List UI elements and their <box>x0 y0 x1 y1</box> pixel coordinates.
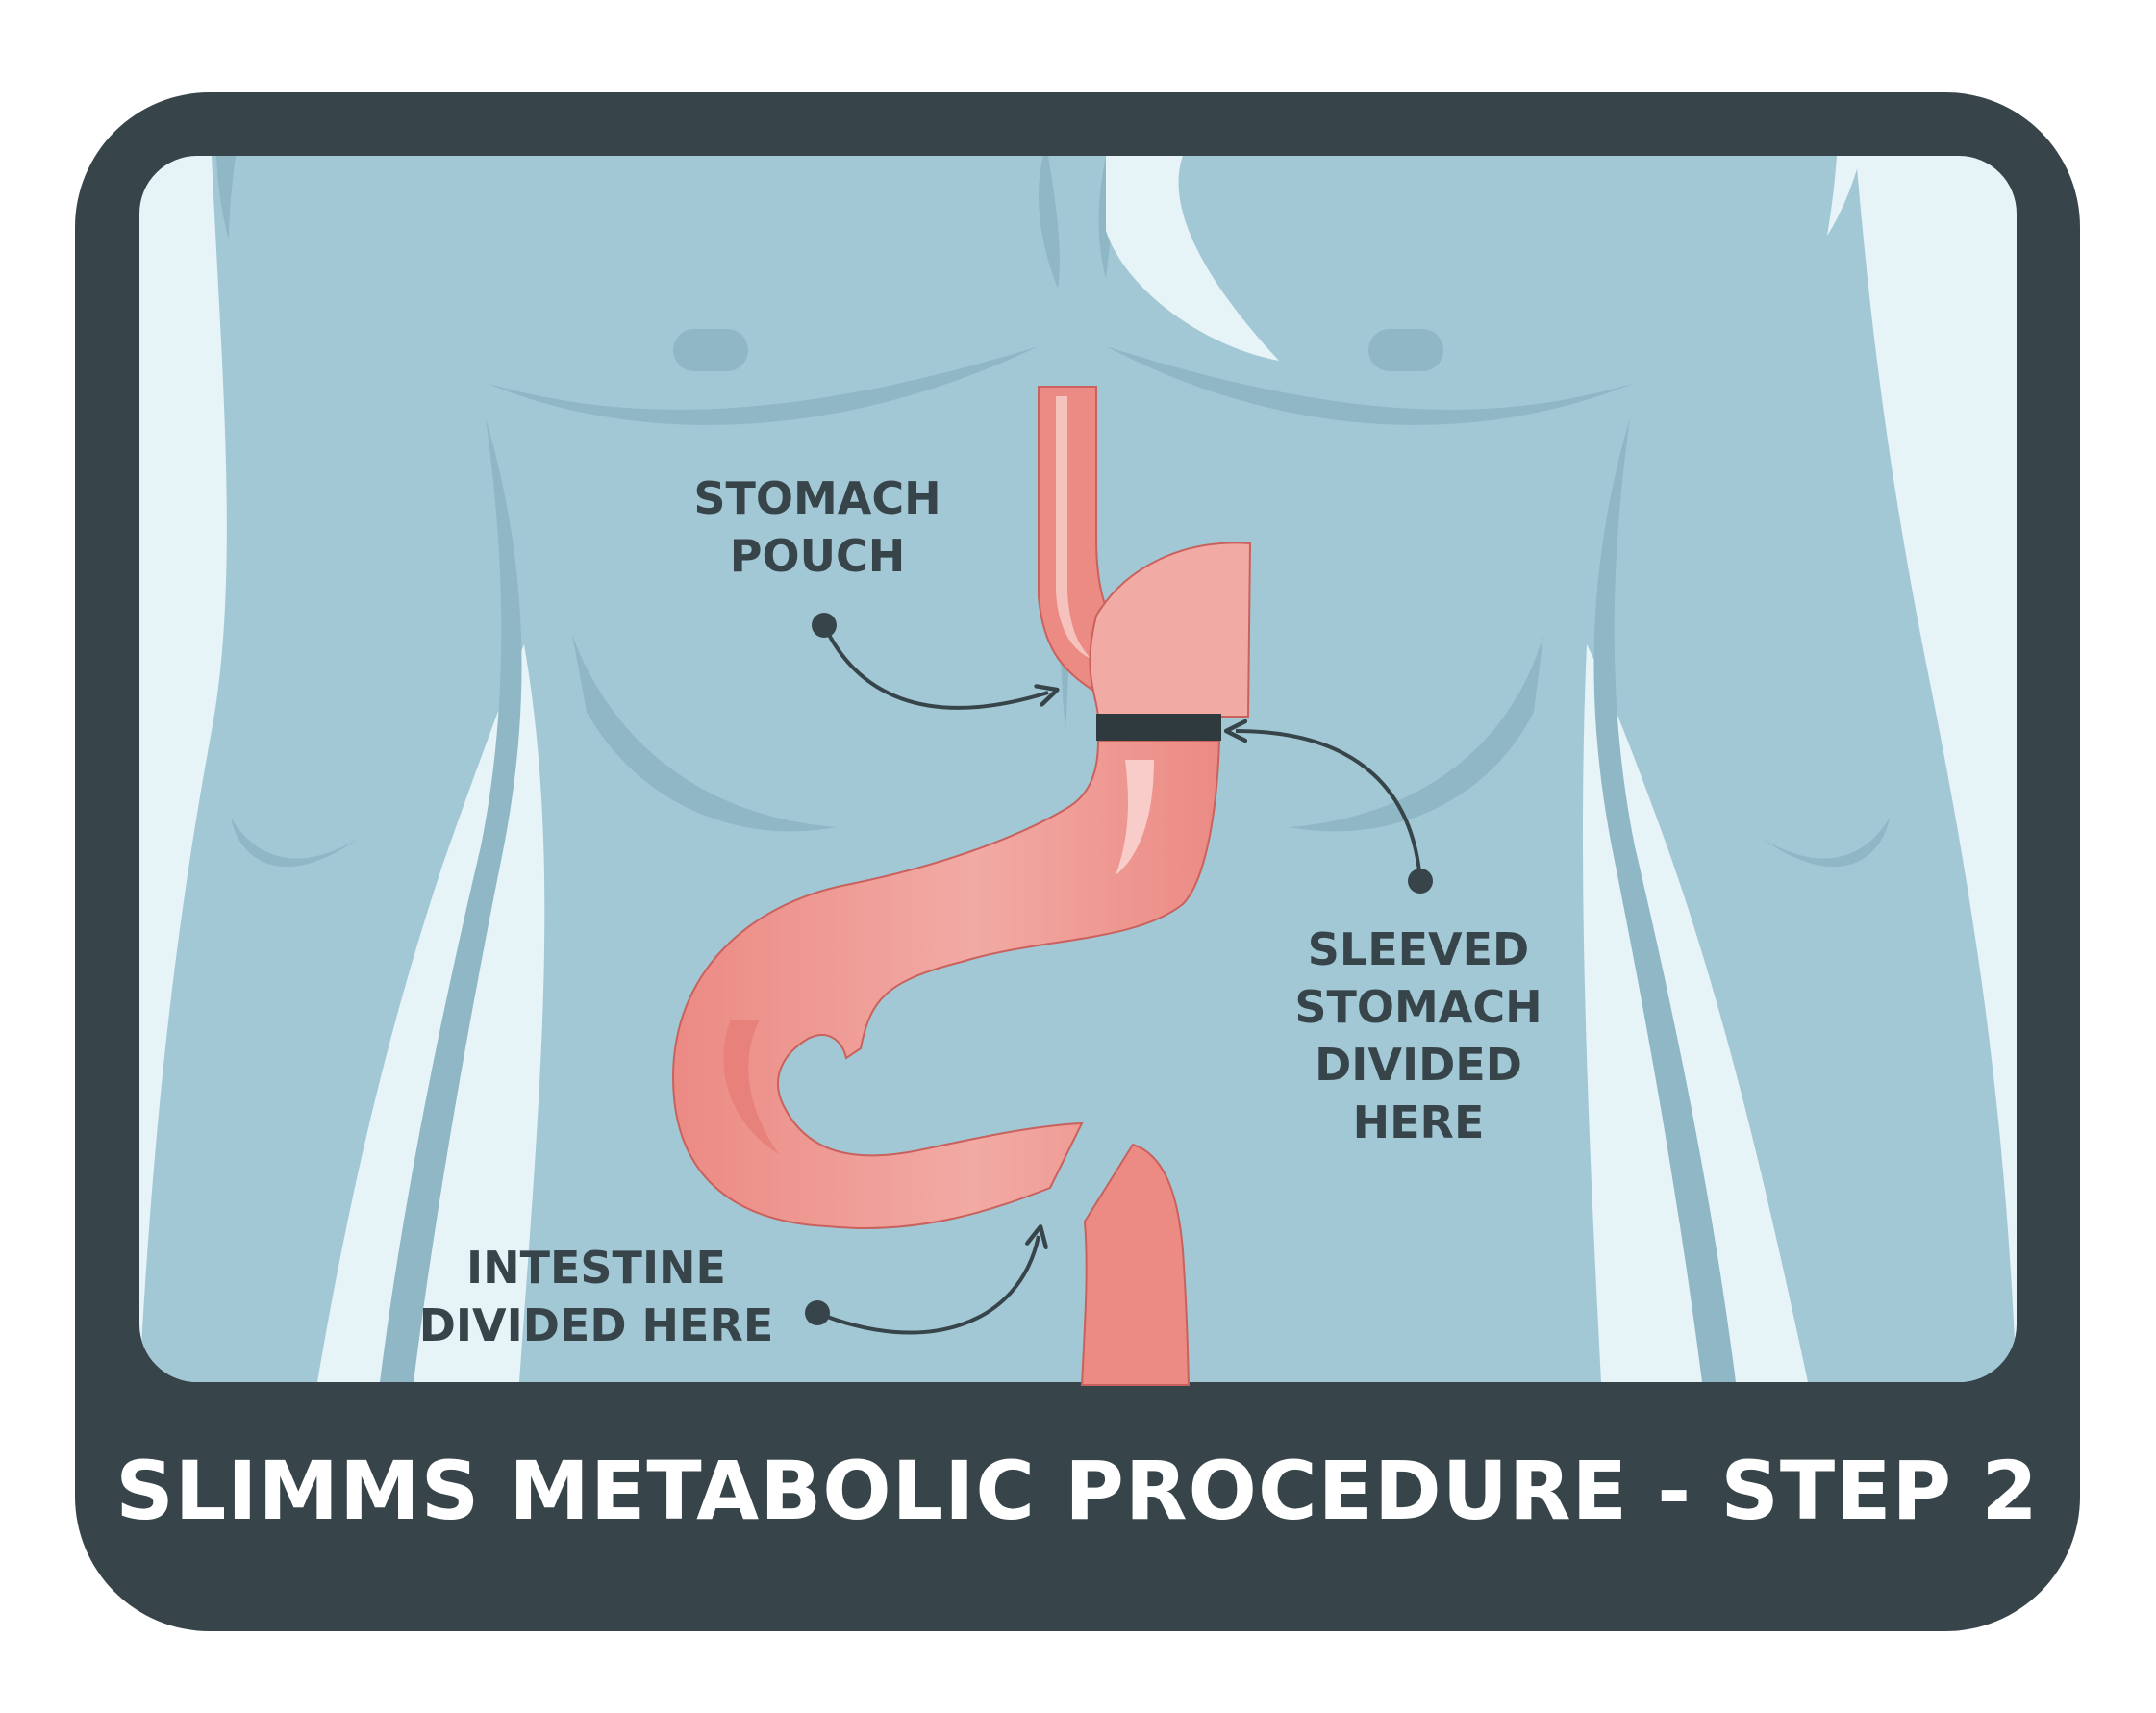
shoulder-right-edge <box>1827 156 1861 236</box>
lower-intestine <box>1080 1143 1191 1386</box>
pouch-arrow <box>822 624 1048 710</box>
sleeved-stomach-label-line-1: SLEEVED <box>1307 923 1530 975</box>
stomach-highlight <box>1116 760 1154 875</box>
intestine-label-line-2: DIVIDED HERE <box>418 1299 774 1351</box>
intestine-arrow <box>816 1236 1039 1335</box>
stomach-shading <box>723 1020 779 1154</box>
rib-line-right <box>1289 635 1543 832</box>
rib-line-left <box>572 635 837 832</box>
side-shadow-right <box>1593 418 1736 1382</box>
stomach-pouch-label: STOMACH POUCH <box>673 469 962 585</box>
sleeved-stomach-label: SLEEVED STOMACH DIVIDED HERE <box>1274 920 1563 1151</box>
stomach-band <box>1096 714 1221 741</box>
chest-line-right <box>1106 346 1635 425</box>
shoulder-left-edge <box>216 156 236 240</box>
esophagus-highlight <box>1056 396 1091 659</box>
stomach-pouch-label-line-2: POUCH <box>729 530 906 582</box>
footer-title: SLIMMS METABOLIC PROCEDURE - STEP 2 <box>115 1444 2039 1538</box>
torso <box>139 156 2017 1382</box>
sleeved-stomach <box>671 740 1221 1229</box>
intestine-label: INTESTINE DIVIDED HERE <box>404 1239 789 1354</box>
stomach-pouch-label-line-1: STOMACH <box>693 472 941 524</box>
nipple-left <box>673 329 748 371</box>
sleeved-stomach-label-line-3: DIVIDED <box>1315 1039 1522 1091</box>
stomach-pouch <box>1089 542 1252 718</box>
hip-curve-right <box>1760 818 1890 868</box>
sleeve-arrow <box>1236 731 1422 882</box>
collar-highlight <box>1106 156 1279 361</box>
intestine-label-line-1: INTESTINE <box>466 1242 726 1294</box>
hip-curve-left <box>231 818 361 868</box>
neck-shadow-left <box>1039 156 1060 289</box>
sleeved-stomach-label-line-2: STOMACH <box>1294 981 1542 1033</box>
side-shadow-left <box>380 418 522 1382</box>
sleeved-stomach-label-line-4: HERE <box>1352 1096 1485 1148</box>
nipple-right <box>1368 329 1443 371</box>
chest-line-left <box>486 346 1039 425</box>
